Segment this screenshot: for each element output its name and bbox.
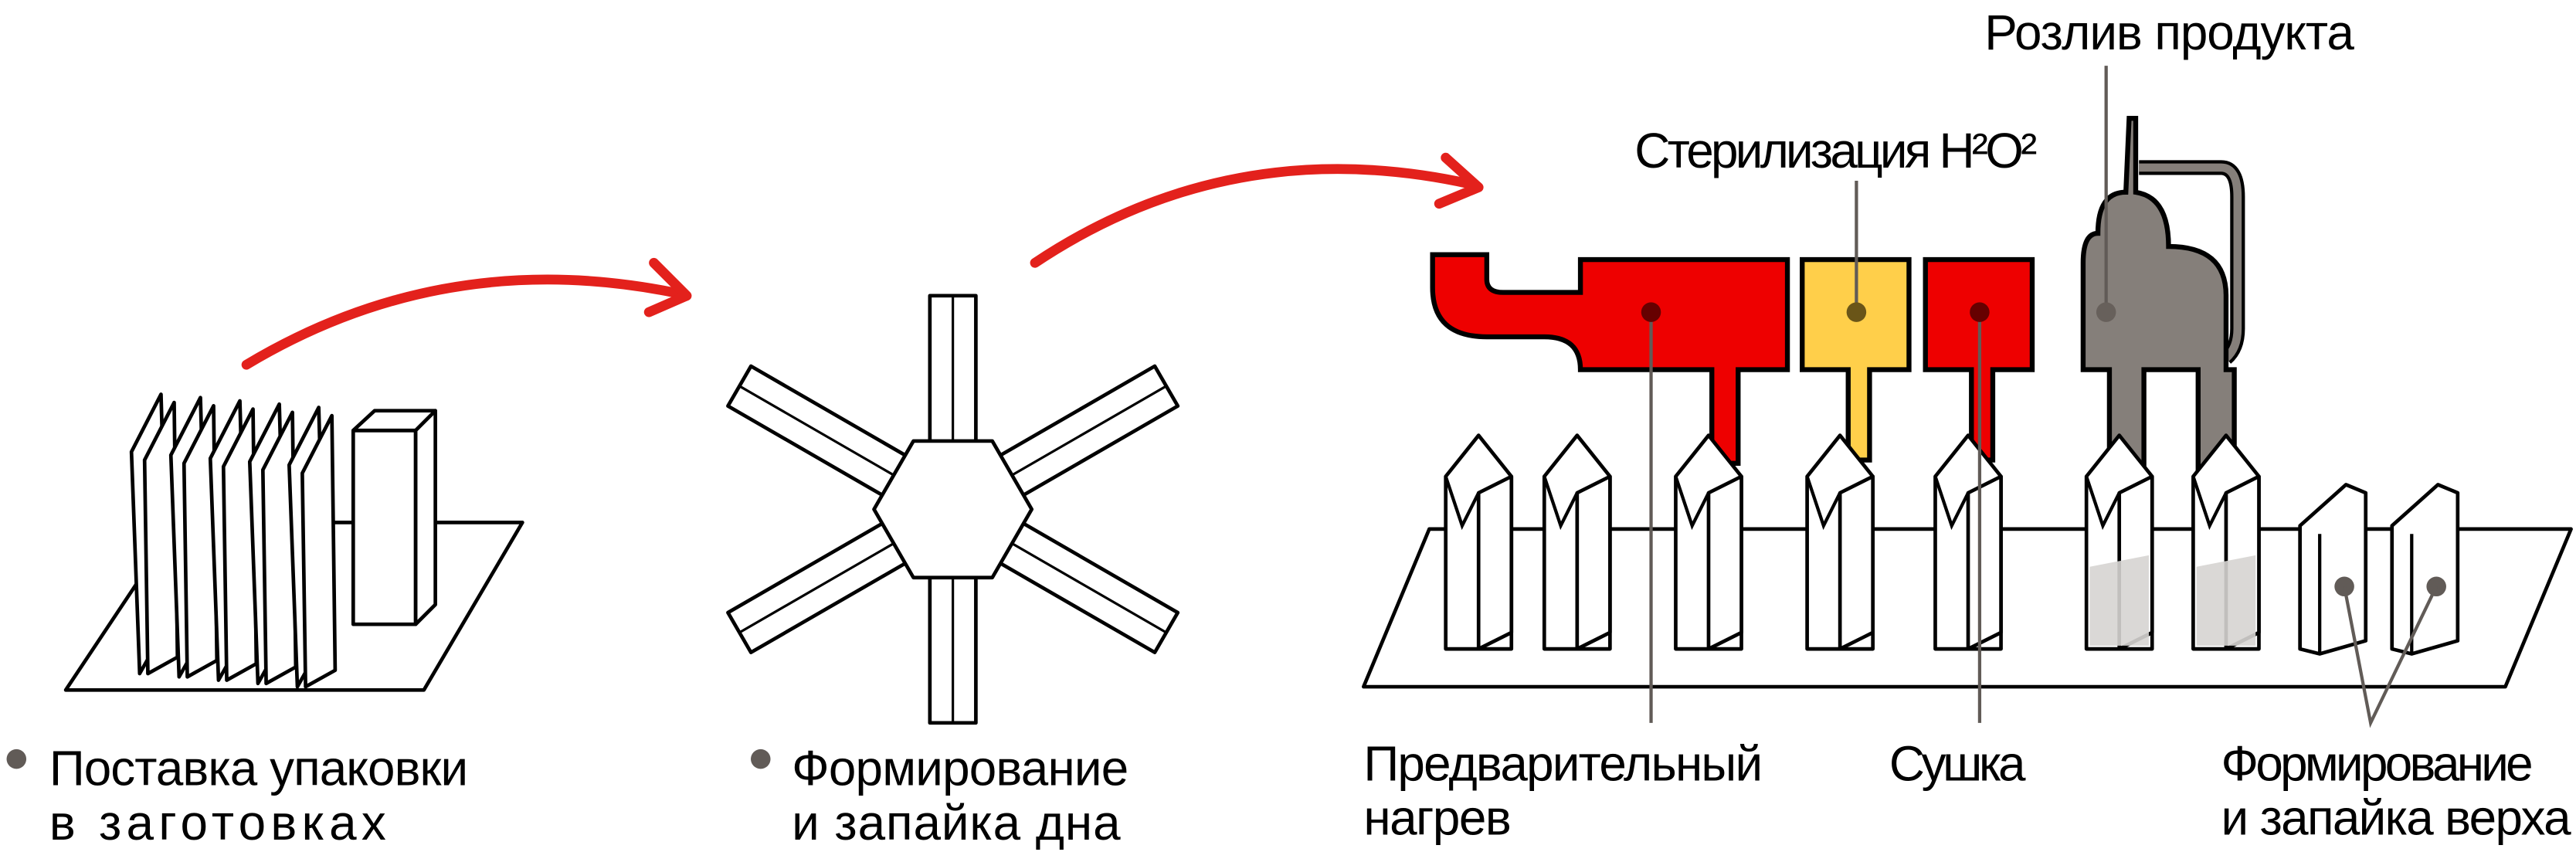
carton xyxy=(1542,433,1612,651)
preheat-label-1: Предварительный xyxy=(1363,735,1763,791)
drying-dot xyxy=(1970,302,1990,322)
carton xyxy=(1805,433,1875,651)
filler-unit xyxy=(2080,115,2237,471)
top-leader xyxy=(2342,586,2439,728)
sealed-carton xyxy=(2298,483,2368,656)
filling-dot xyxy=(2096,302,2116,322)
preheat-label-2: нагрев xyxy=(1363,789,1511,845)
forming-wheel xyxy=(726,294,1180,725)
sterilization-label: Стерилизация H²O² xyxy=(1634,123,2037,178)
wheel-hub xyxy=(872,439,1034,580)
arrow-1-head xyxy=(643,257,692,317)
top-label-1: Формирование xyxy=(2221,735,2534,791)
bottom-label-2: и запайка дна xyxy=(792,795,1121,850)
carton-blanks xyxy=(129,392,437,689)
bottom-bullet xyxy=(751,748,771,769)
sterilization-dot xyxy=(1846,302,1867,322)
filling-label: Розлив продукта xyxy=(1984,5,2354,60)
carton xyxy=(2084,433,2154,651)
product-fill xyxy=(2089,555,2149,646)
cartons-on-line xyxy=(1444,433,2460,656)
filler-pipe-inner xyxy=(2139,163,2242,362)
sealed-carton xyxy=(2390,483,2460,656)
supply-label-2: в заготовках xyxy=(49,795,386,850)
carton-blank xyxy=(300,413,338,689)
bottom-label-1: Формирование xyxy=(792,741,1128,796)
product-fill xyxy=(2196,555,2256,646)
arrow-2 xyxy=(1030,164,1475,268)
arrow-2-head xyxy=(1434,152,1484,209)
carton xyxy=(2191,433,2261,651)
arrow-1 xyxy=(241,274,679,370)
formed-carton xyxy=(351,428,418,626)
drying-label: Сушка xyxy=(1889,735,2026,791)
supply-bullet xyxy=(6,748,27,769)
carton xyxy=(1674,433,1743,651)
sterilization-unit xyxy=(1800,256,1912,463)
formed-carton-side xyxy=(413,409,437,626)
preheat-dot xyxy=(1641,302,1661,322)
preheat-unit xyxy=(1430,252,1790,466)
carton xyxy=(1444,433,1514,651)
top-label-2: и запайка верха xyxy=(2221,789,2572,845)
carton xyxy=(1933,433,2003,651)
supply-label-1: Поставка упаковки xyxy=(49,741,468,796)
